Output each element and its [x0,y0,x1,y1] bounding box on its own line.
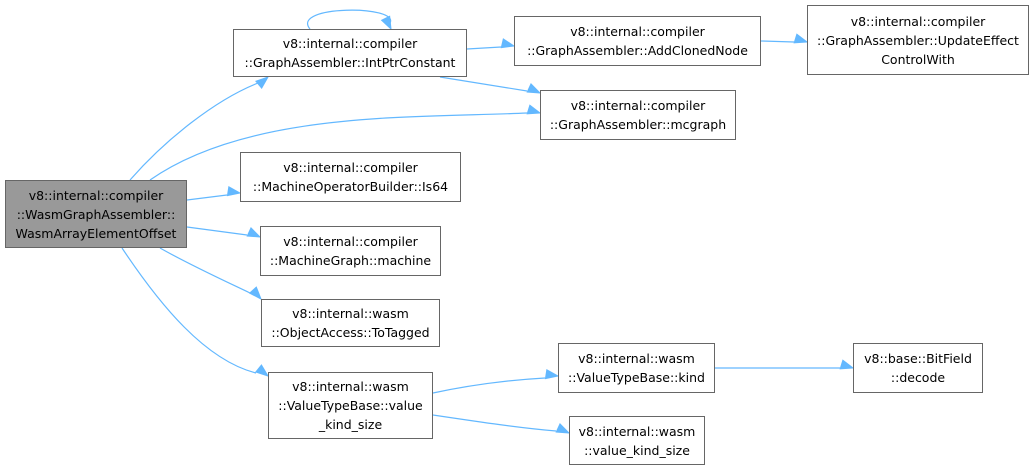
node-label-line: v8::internal::compiler [283,160,418,175]
node-label-line: WasmArrayElementOffset [15,225,177,241]
node-is64[interactable]: v8::internal::compiler ::MachineOperator… [240,152,461,202]
edge-valuekindsize-to-vks [432,414,557,432]
node-label-line: v8::internal::wasm [292,306,409,321]
node-label-line: ControlWith [881,51,955,67]
node-label-line: v8::internal::wasm [578,351,695,366]
node-label-line: v8::internal::compiler [570,98,706,113]
node-label-line: v8::internal::wasm [292,379,409,394]
node-label-line: ::decode [890,370,946,385]
node-label-line: ::value_kind_size [584,442,690,458]
node-label-line: ::ObjectAccess::ToTagged [271,325,430,340]
node-label-line: _kind_size [318,417,383,432]
edge-root-to-is64 [186,194,228,201]
edge-arrowhead [226,185,242,197]
node-label-line: v8::internal::compiler [283,234,418,249]
node-label-line: ::GraphAssembler::AddClonedNode [527,43,748,58]
edge-arrowhead [246,227,262,238]
edge-addcloned-to-update [760,40,795,43]
node-add-cloned-node[interactable]: v8::internal::compiler ::GraphAssembler:… [514,16,761,66]
edge-arrowhead [839,359,855,370]
node-label-line: v8::internal::compiler [850,13,986,29]
edge-root-to-totagged [159,247,251,294]
node-label-line: ::GraphAssembler::UpdateEffect [817,32,1019,48]
edge-valuekindsize-to-kind [432,377,546,394]
edge-arrowhead [255,76,270,90]
edge-arrowhead [254,364,270,377]
edge-root-to-valuekindsize [121,247,257,374]
edge-arrowhead [544,368,560,380]
edge-root-to-machine [186,226,248,236]
node-value-kind-size[interactable]: v8::internal::wasm ::value_kind_size [569,416,705,465]
edge-arrowhead [248,286,262,301]
node-label-line: ::MachineGraph::machine [269,253,432,268]
node-bitfield-decode[interactable]: v8::base::BitField ::decode [853,343,983,393]
edge-arrowhead [555,423,571,434]
node-label-line: ::GraphAssembler::mcgraph [549,117,727,132]
edge-root-to-intptr [129,82,259,181]
node-update-effect-control-with[interactable]: v8::internal::compiler ::GraphAssembler:… [807,5,1029,75]
node-mcgraph[interactable]: v8::internal::compiler ::GraphAssembler:… [540,90,736,140]
node-label-line: v8::internal::compiler [282,36,418,51]
edge-arrowhead [526,104,542,115]
node-label-line: v8::internal::wasm [578,423,696,439]
node-wasm-array-element-offset: v8::internal::compiler ::WasmGraphAssemb… [5,180,187,248]
edge-arrowhead [500,38,516,49]
node-label-line: v8::internal::compiler [570,24,705,39]
node-label-line: ::MachineOperatorBuilder::Is64 [252,179,449,194]
node-to-tagged[interactable]: v8::internal::wasm ::ObjectAccess::ToTag… [261,299,440,347]
node-machine[interactable]: v8::internal::compiler ::MachineGraph::m… [260,226,441,276]
node-label-line: ::GraphAssembler::IntPtrConstant [244,55,456,70]
node-label-line: ::ValueTypeBase::value [278,398,423,413]
edge-arrowhead [380,15,392,31]
node-label-line: ::ValueTypeBase::kind [568,370,705,385]
edge-arrowhead [526,83,542,94]
edge-intptr-to-intptr [306,9,391,30]
edge-intptr-to-addcloned [466,46,502,50]
edge-root-to-mcgraph [149,112,528,181]
edge-intptr-to-mcgraph [439,76,528,92]
edge-arrowhead [793,33,809,44]
node-intptr-constant[interactable]: v8::internal::compiler ::GraphAssembler:… [233,29,467,77]
node-label-line: ::WasmGraphAssembler:: [16,206,176,222]
node-kind[interactable]: v8::internal::wasm ::ValueTypeBase::kind [558,343,715,393]
node-value-kind-size-method[interactable]: v8::internal::wasm ::ValueTypeBase::valu… [268,372,433,439]
node-label-line: v8::base::BitField [864,351,972,366]
node-label-line: v8::internal::compiler [28,187,164,203]
